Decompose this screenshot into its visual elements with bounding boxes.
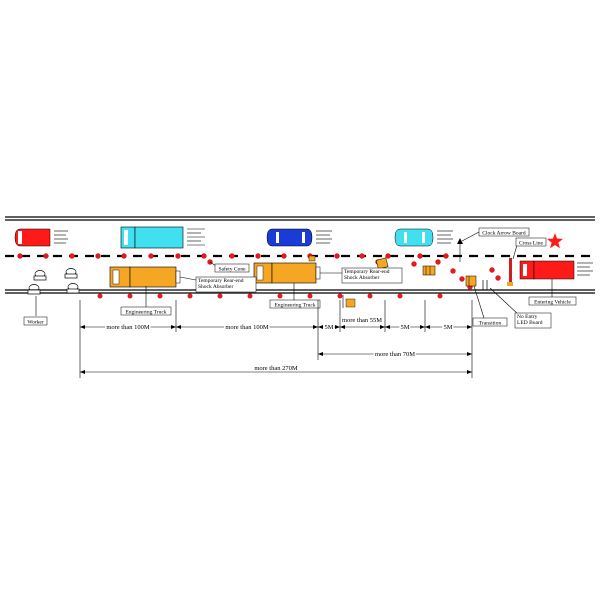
cone-icon [489, 267, 495, 273]
label-worker-text: Worker [27, 320, 44, 326]
cone-icon [417, 253, 423, 259]
engineering-truck-1 [109, 266, 181, 288]
cone-icon [247, 293, 253, 299]
cones-shoulder [97, 293, 443, 299]
dimension-lines [79, 300, 473, 378]
leader-lines [35, 231, 553, 319]
cone-icon [337, 293, 343, 299]
worker-icon [27, 268, 80, 295]
dimension-arrows [80, 325, 472, 374]
cone-icon [459, 276, 465, 282]
cone-icon [229, 253, 235, 259]
dim-span-270: more than 270M [254, 365, 298, 372]
cone-icon [148, 253, 154, 259]
label-safety-cone-text: Safety Cone [218, 266, 246, 273]
cone-icon [359, 253, 365, 259]
cone-icon [95, 253, 101, 259]
cones-taper [207, 259, 501, 290]
cone-icon [437, 293, 443, 299]
cone-icon [43, 253, 49, 259]
label-safety-cone: Safety Cone [214, 263, 250, 273]
flag-icon [345, 298, 356, 308]
label-worker: Worker [23, 316, 48, 326]
label-shock-absorber-1: Temporary Rear-end Shock Absorber [195, 276, 257, 293]
dimension-labels: more than 100M more than 100M 5M more th… [105, 317, 454, 372]
cone-icon [17, 253, 23, 259]
dim-seg2: more than 100M [225, 324, 269, 331]
cone-icon [281, 253, 287, 259]
cone-icon [121, 253, 127, 259]
label-engineering-truck-1-text: Engineering Truck [125, 310, 166, 316]
dim-seg6: 5M [443, 324, 452, 331]
led-board-icon [507, 258, 513, 286]
label-engineering-truck-2-text: Engineering Truck [274, 303, 315, 309]
label-no-entry-board-text: No Entry LED Board [517, 314, 543, 326]
label-transition: Transition [472, 317, 508, 327]
cone-icon [435, 259, 441, 265]
cone-icon [255, 253, 261, 259]
entering-vehicle [519, 260, 593, 280]
cyan-car [394, 228, 453, 247]
arrow-board-icon [465, 275, 477, 287]
arrow-board-pole [457, 238, 463, 262]
label-shock-absorber-2: Temporary Rear-end Shock Absorber [341, 267, 403, 284]
cone-icon [495, 275, 501, 281]
cone-icon [385, 253, 391, 259]
red-car [14, 228, 68, 247]
cones-lane-divider [17, 253, 449, 259]
label-clock-arrow-board: Clock Arrow Board [478, 227, 530, 237]
dim-seg5: 5M [400, 324, 409, 331]
cone-icon [97, 293, 103, 299]
dim-span-70: more than 70M [375, 351, 415, 358]
shoulder-flag [342, 295, 356, 308]
small-board [482, 280, 488, 290]
label-transition-text: Transition [479, 321, 502, 327]
cone-icon [450, 268, 456, 274]
label-clock-arrow-board-text: Clock Arrow Board [482, 231, 526, 237]
cone-icon [127, 293, 133, 299]
cyan-truck [120, 226, 205, 249]
label-entering-vehicle-text: Entering Vehicle [534, 300, 571, 306]
label-engineering-truck-1: Engineering Truck [120, 306, 172, 316]
label-shock-absorber-2-text: Temporary Rear-end Shock Absorber [344, 269, 390, 281]
cone-icon [187, 293, 193, 299]
star-icon [547, 233, 563, 249]
blue-car [266, 228, 332, 247]
engineering-truck-2 [253, 255, 321, 284]
cone-icon [157, 293, 163, 299]
cone-icon [367, 293, 373, 299]
label-entering-vehicle: Entering Vehicle [528, 296, 577, 306]
cone-icon [175, 253, 181, 259]
cone-icon [443, 253, 449, 259]
dim-seg3: 5M [324, 324, 333, 331]
cone-icon [69, 253, 75, 259]
cone-icon [411, 261, 417, 267]
label-cross-line: Cross Line [515, 237, 547, 247]
cone-icon [201, 253, 207, 259]
label-no-entry-board: No Entry LED Board [514, 312, 552, 329]
cone-icon [277, 293, 283, 299]
cone-icon [307, 293, 313, 299]
label-cross-line-text: Cross Line [519, 241, 544, 247]
cone-icon [397, 293, 403, 299]
road [5, 216, 595, 294]
label-shock-absorber-1-text: Temporary Rear-end Shock Absorber [198, 278, 244, 290]
flag-icon [308, 255, 316, 262]
cone-icon [217, 293, 223, 299]
cone-icon [334, 253, 340, 259]
label-engineering-truck-2: Engineering Truck [269, 299, 321, 309]
dim-seg4: more than 55M [342, 317, 382, 324]
barrier-2 [422, 265, 436, 276]
dim-seg1: more than 100M [106, 324, 150, 331]
